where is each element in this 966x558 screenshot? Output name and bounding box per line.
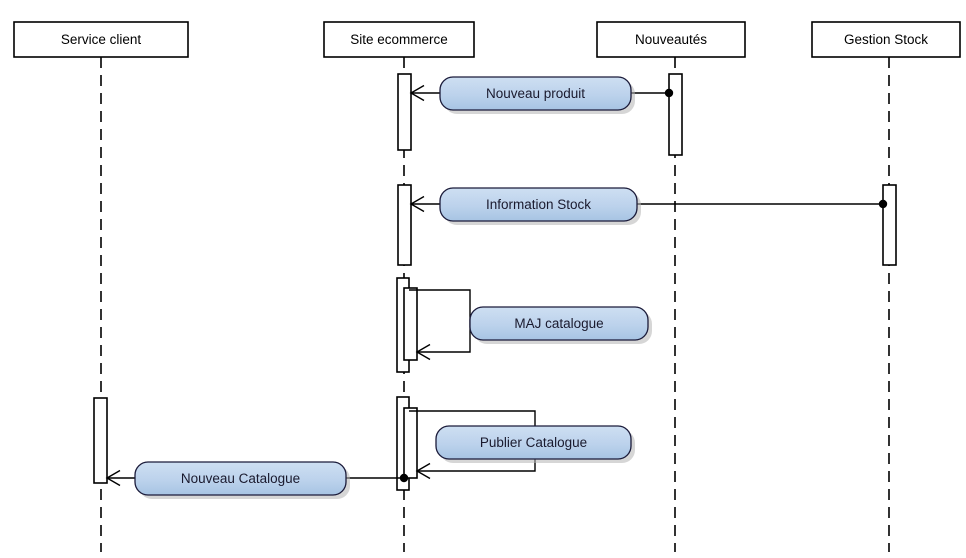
activation-bars-group (93, 73, 897, 491)
activation-bar-nouveautes-1 (668, 73, 683, 156)
message-label-information-stock: Information Stock (486, 197, 591, 212)
lifeline-title-nouveautes: Nouveautés (635, 32, 707, 47)
message-nouveau-catalogue[interactable]: Nouveau Catalogue (105, 461, 409, 499)
activation-bar-site-ecommerce-3-inner (403, 287, 418, 361)
lifeline-head-box-gestion-stock[interactable] (811, 21, 961, 58)
message-source-ball-nouveau-produit (664, 88, 674, 98)
message-label-box-nouveau-catalogue[interactable] (134, 461, 347, 496)
lifeline-title-gestion-stock: Gestion Stock (844, 32, 928, 47)
lifeline-head-service-client[interactable]: Service client (13, 21, 189, 58)
activation-bar-gestion-stock-1 (882, 184, 897, 266)
arrowhead-icon-maj-catalogue (415, 343, 431, 361)
activation-bar-site-ecommerce-1 (397, 73, 412, 151)
message-label-box-nouveau-produit[interactable] (439, 76, 632, 111)
lifeline-heads-group: Service client Site ecommerce Nouveautés… (13, 21, 961, 58)
message-line-maj-catalogue (409, 289, 471, 353)
lifeline-head-box-site-ecommerce[interactable] (323, 21, 475, 58)
message-nouveau-produit[interactable]: Nouveau produit (409, 76, 674, 114)
lifeline-head-box-nouveautes[interactable] (596, 21, 746, 58)
lifeline-head-gestion-stock[interactable]: Gestion Stock (811, 21, 961, 58)
arrowhead-icon-publier-catalogue (415, 462, 431, 480)
lifeline-head-nouveautes[interactable]: Nouveautés (596, 21, 746, 58)
activation-bar-site-ecommerce-4-inner (403, 407, 418, 479)
arrowhead-icon-nouveau-produit (409, 84, 425, 102)
lifeline-head-site-ecommerce[interactable]: Site ecommerce (323, 21, 475, 58)
message-publier-catalogue[interactable]: Publier Catalogue (409, 410, 635, 480)
lifeline-title-service-client: Service client (61, 32, 142, 47)
message-label-box-information-stock[interactable] (439, 187, 638, 222)
message-source-ball-information-stock (878, 199, 888, 209)
message-label-box-publier-catalogue[interactable] (435, 425, 632, 460)
activation-bar-site-ecommerce-2 (397, 184, 412, 266)
message-label-box-maj-catalogue[interactable] (469, 306, 649, 341)
lifeline-title-site-ecommerce: Site ecommerce (350, 32, 448, 47)
message-label-nouveau-catalogue: Nouveau Catalogue (181, 471, 300, 486)
message-maj-catalogue[interactable]: MAJ catalogue (409, 289, 652, 361)
message-information-stock[interactable]: Information Stock (409, 187, 888, 225)
activation-bar-service-client-1 (93, 397, 108, 484)
message-label-maj-catalogue: MAJ catalogue (514, 316, 603, 331)
lifeline-head-box-service-client[interactable] (13, 21, 189, 58)
message-source-ball-nouveau-catalogue (399, 473, 409, 483)
message-label-publier-catalogue: Publier Catalogue (480, 435, 587, 450)
arrowhead-icon-information-stock (409, 195, 425, 213)
arrowhead-icon-nouveau-catalogue (105, 469, 121, 487)
message-label-nouveau-produit: Nouveau produit (486, 86, 585, 101)
